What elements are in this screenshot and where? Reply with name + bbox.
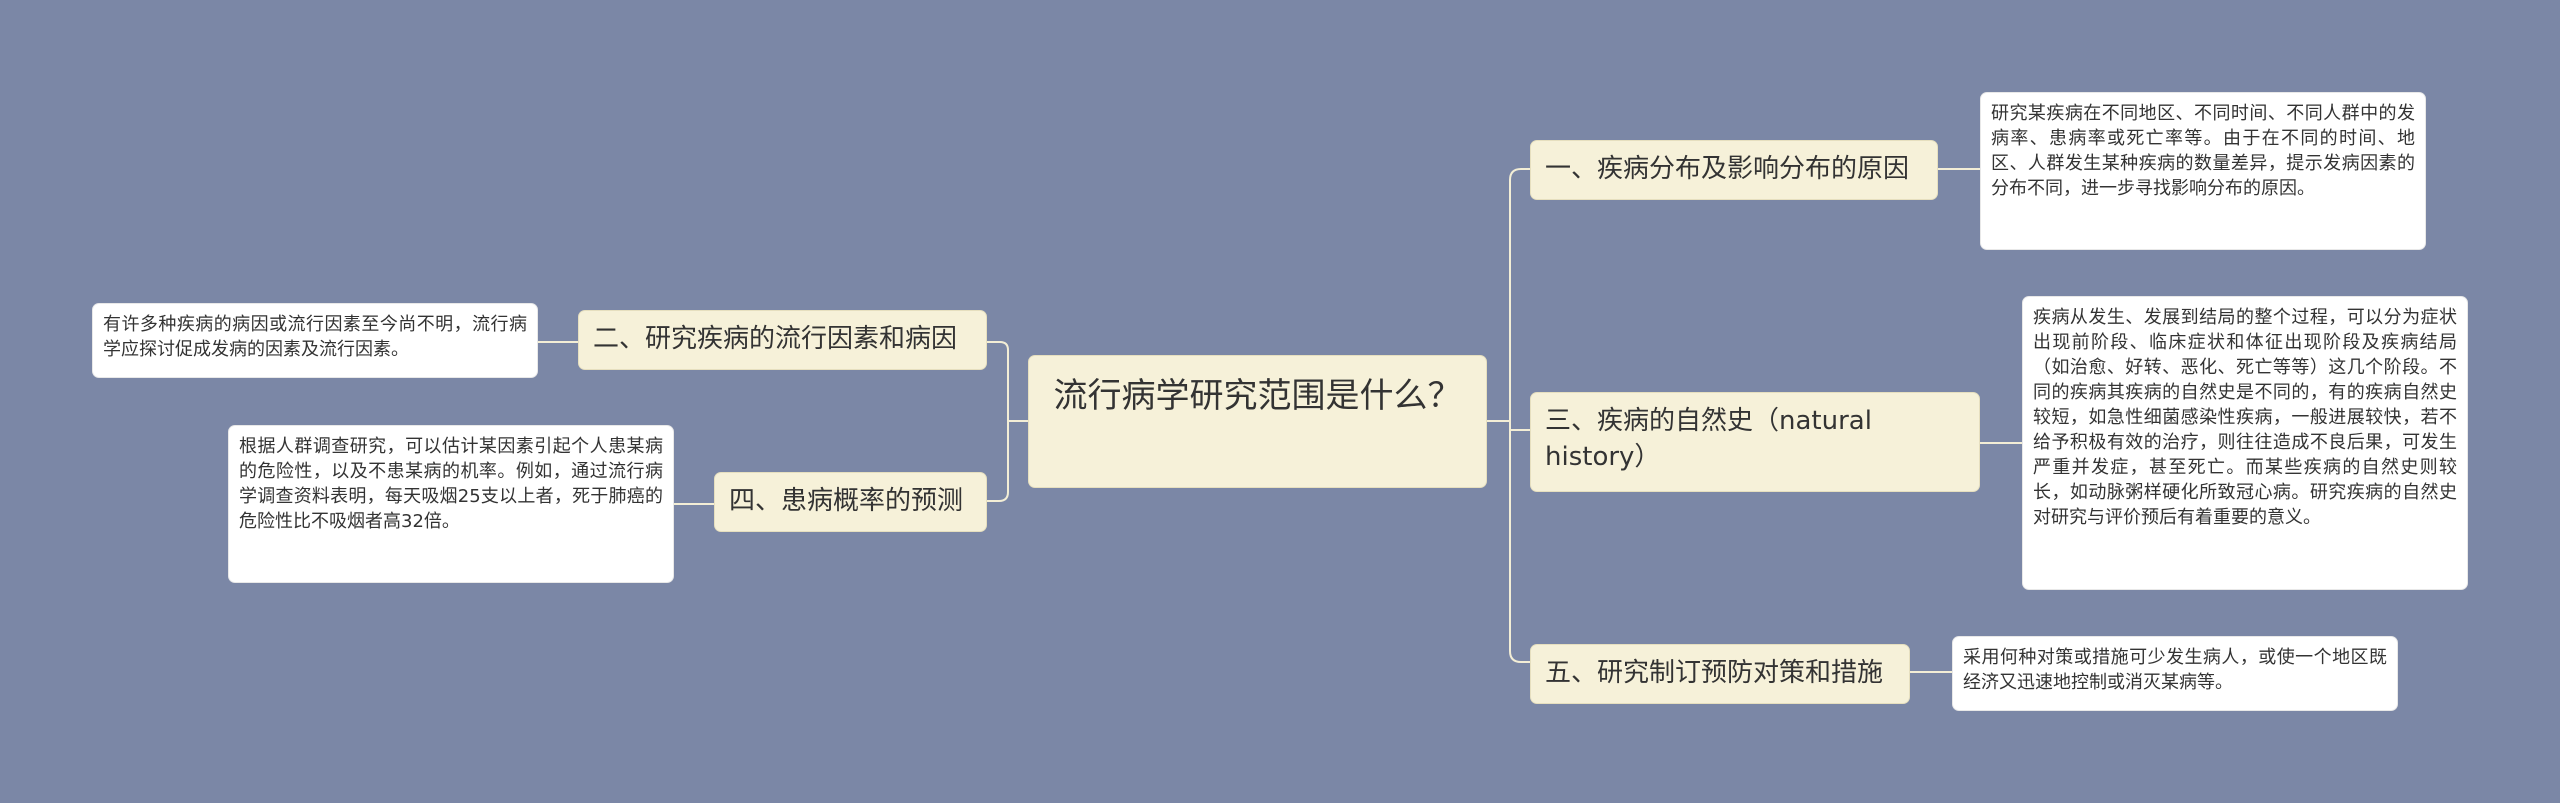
branch-3[interactable]: 三、疾病的自然史（natural history） bbox=[1530, 392, 1980, 492]
branch-5-detail-text: 采用何种对策或措施可少发生病人，或使一个地区既经济又迅速地控制或消灭某病等。 bbox=[1963, 647, 2387, 693]
branch-2-detail: 有许多种疾病的病因或流行因素至今尚不明，流行病学应探讨促成发病的因素及流行因素。 bbox=[92, 303, 538, 378]
branch-5-detail: 采用何种对策或措施可少发生病人，或使一个地区既经济又迅速地控制或消灭某病等。 bbox=[1952, 636, 2398, 711]
branch-5-label: 五、研究制订预防对策和措施 bbox=[1545, 658, 1884, 688]
root-topic-label: 流行病学研究范围是什么？ bbox=[1053, 376, 1462, 416]
branch-4-detail-text: 根据人群调查研究，可以估计某因素引起个人患某病的危险性，以及不患某病的机率。例如… bbox=[239, 436, 663, 532]
branch-2[interactable]: 二、研究疾病的流行因素和病因 bbox=[578, 310, 987, 370]
branch-3-detail-text: 疾病从发生、发展到结局的整个过程，可以分为症状出现前阶段、临床症状和体征出现阶段… bbox=[2033, 307, 2457, 528]
connector-trunk-left bbox=[987, 341, 1028, 502]
branch-4[interactable]: 四、患病概率的预测 bbox=[714, 472, 987, 532]
connector-trunk-right bbox=[1487, 168, 1530, 663]
branch-2-label: 二、研究疾病的流行因素和病因 bbox=[593, 324, 958, 354]
branch-5[interactable]: 五、研究制订预防对策和措施 bbox=[1530, 644, 1910, 704]
root-topic[interactable]: 流行病学研究范围是什么？ bbox=[1028, 355, 1487, 488]
branch-3-label: 三、疾病的自然史（natural history） bbox=[1545, 406, 1872, 472]
branch-1-detail: 研究某疾病在不同地区、不同时间、不同人群中的发病率、患病率或死亡率等。由于在不同… bbox=[1980, 92, 2426, 250]
branch-1-label: 一、疾病分布及影响分布的原因 bbox=[1545, 154, 1910, 184]
branch-1-detail-text: 研究某疾病在不同地区、不同时间、不同人群中的发病率、患病率或死亡率等。由于在不同… bbox=[1991, 103, 2415, 199]
branch-3-detail: 疾病从发生、发展到结局的整个过程，可以分为症状出现前阶段、临床症状和体征出现阶段… bbox=[2022, 296, 2468, 590]
branch-1[interactable]: 一、疾病分布及影响分布的原因 bbox=[1530, 140, 1938, 200]
branch-4-detail: 根据人群调查研究，可以估计某因素引起个人患某病的危险性，以及不患某病的机率。例如… bbox=[228, 425, 674, 583]
branch-2-detail-text: 有许多种疾病的病因或流行因素至今尚不明，流行病学应探讨促成发病的因素及流行因素。 bbox=[103, 314, 527, 360]
branch-4-label: 四、患病概率的预测 bbox=[729, 486, 964, 516]
